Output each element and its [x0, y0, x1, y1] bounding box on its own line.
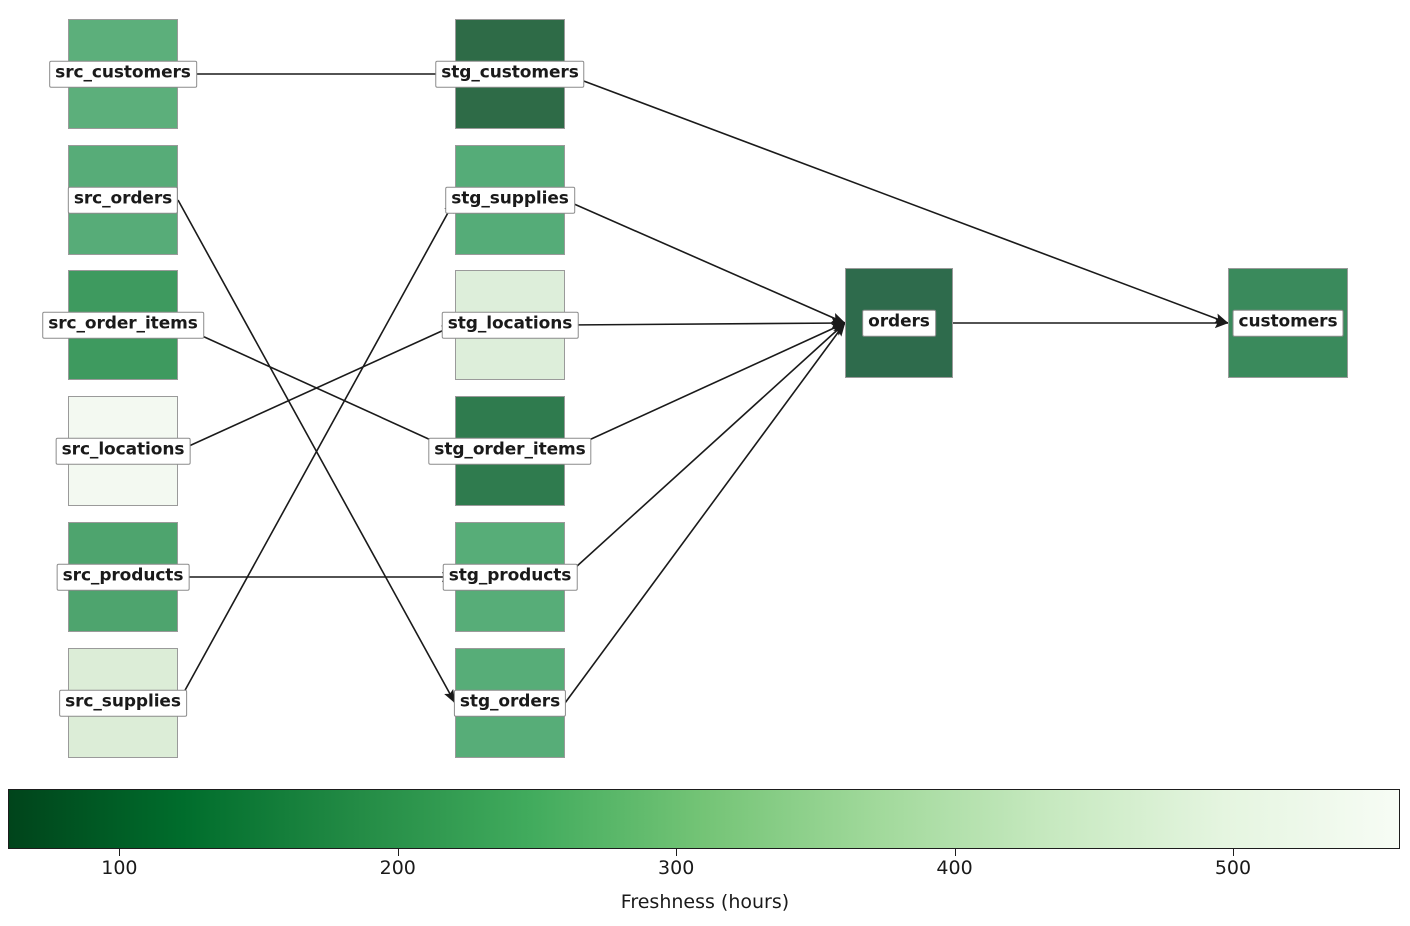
- edge-stg_customers-to-customers: [564, 73, 1229, 324]
- node-label-stg_supplies[interactable]: stg_supplies: [445, 186, 575, 214]
- colorbar-tick-label: 300: [658, 857, 695, 879]
- edge-stg_products-to-orders: [564, 322, 846, 578]
- colorbar-tick-mark: [397, 849, 399, 856]
- node-label-stg_orders[interactable]: stg_orders: [453, 689, 567, 717]
- edge-src_supplies-to-stg_supplies: [177, 199, 456, 704]
- colorbar-ticks: 100 200 300 400 500: [8, 849, 1400, 879]
- node-label-src_supplies[interactable]: src_supplies: [59, 689, 187, 717]
- colorbar-tick-mark: [954, 849, 956, 856]
- node-label-stg_products[interactable]: stg_products: [442, 563, 578, 591]
- colorbar-tick-mark: [119, 849, 121, 856]
- edge-src_locations-to-stg_locations: [177, 324, 456, 452]
- node-label-src_customers[interactable]: src_customers: [49, 60, 197, 88]
- colorbar-tick-mark: [1232, 849, 1234, 856]
- colorbar: 100 200 300 400 500: [8, 789, 1400, 879]
- colorbar-tick-mark: [676, 849, 678, 856]
- edge-stg_supplies-to-orders: [564, 199, 846, 324]
- edge-layer: [177, 73, 1229, 704]
- node-label-src_orders[interactable]: src_orders: [67, 186, 179, 214]
- node-label-stg_locations[interactable]: stg_locations: [441, 311, 579, 339]
- node-label-stg_order_items[interactable]: stg_order_items: [428, 437, 592, 465]
- node-label-stg_customers[interactable]: stg_customers: [435, 60, 585, 88]
- node-label-customers[interactable]: customers: [1232, 309, 1344, 337]
- node-label-src_order_items[interactable]: src_order_items: [42, 311, 204, 339]
- node-label-orders[interactable]: orders: [862, 309, 936, 337]
- edge-stg_order_items-to-orders: [564, 322, 846, 452]
- colorbar-gradient: [8, 789, 1400, 849]
- colorbar-tick-label: 400: [936, 857, 973, 879]
- node-label-src_locations[interactable]: src_locations: [55, 437, 191, 465]
- edge-stg_locations-to-orders: [564, 317, 846, 329]
- colorbar-tick-label: 200: [379, 857, 416, 879]
- colorbar-tick-label: 500: [1214, 857, 1252, 879]
- colorbar-title: Freshness (hours): [620, 891, 790, 913]
- edge-stg_orders-to-orders: [564, 322, 846, 704]
- colorbar-tick-label: 100: [101, 857, 138, 879]
- node-label-src_products[interactable]: src_products: [56, 563, 190, 591]
